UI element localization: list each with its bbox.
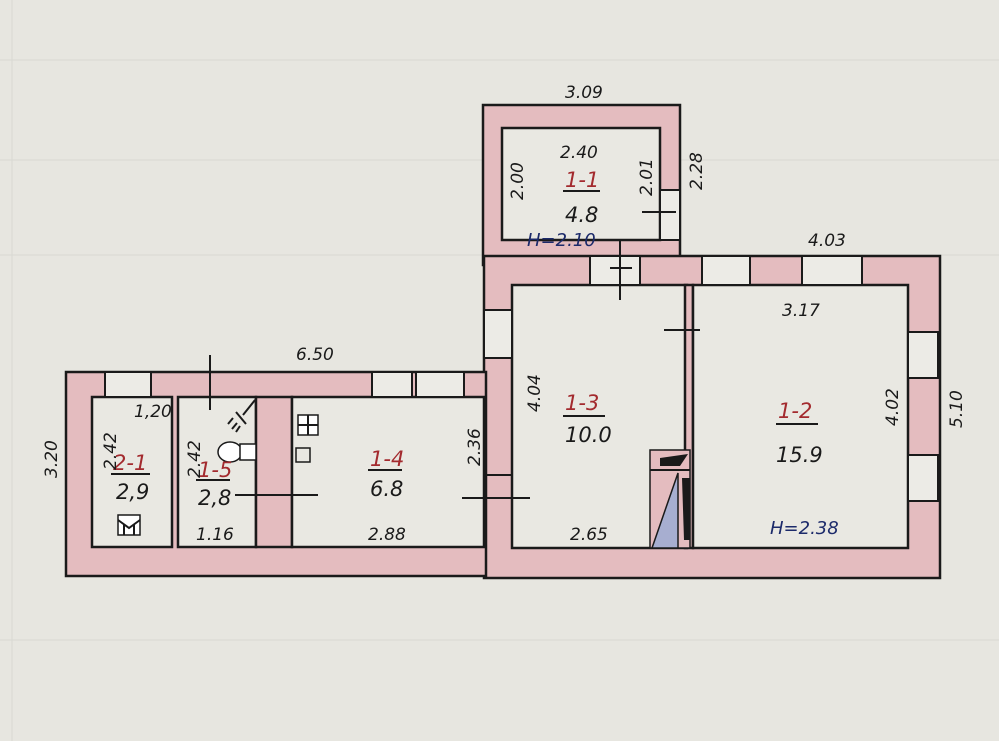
room-1-1-right: 2.01 bbox=[637, 158, 657, 196]
bathtub-icon bbox=[117, 514, 141, 536]
windows bbox=[104, 189, 939, 502]
room-1-5-code: 1-5 bbox=[198, 458, 232, 482]
room-1-1-code: 1-1 bbox=[565, 168, 599, 192]
room-1-3-area: 10.0 bbox=[565, 423, 612, 447]
chimney bbox=[254, 395, 294, 549]
furnace-icon bbox=[649, 449, 691, 549]
room-1-4-area: 6.8 bbox=[370, 477, 403, 501]
room-1-3-code: 1-3 bbox=[565, 391, 599, 415]
door-marks bbox=[209, 211, 700, 499]
dim-top-main: 4.03 bbox=[808, 231, 846, 251]
room-1-4-code: 1-4 bbox=[370, 447, 404, 471]
dim-left-wing: 3.20 bbox=[42, 440, 62, 478]
plug-icon bbox=[227, 399, 256, 433]
room-1-2-code: 1-2 bbox=[778, 399, 812, 423]
room-1-5-area: 2,8 bbox=[198, 486, 231, 510]
room-1-5-left: 2.42 bbox=[185, 440, 205, 478]
room-1-5-bottom: 1.16 bbox=[196, 525, 234, 545]
room-1-2 bbox=[691, 283, 910, 550]
room-2-1-top: 1,20 bbox=[134, 402, 172, 422]
room-1-2-height: H=2.38 bbox=[770, 518, 839, 539]
code-underlines bbox=[111, 190, 818, 481]
room-1-1-height: H=2.10 bbox=[527, 230, 596, 251]
dim-top-left-wing: 6.50 bbox=[296, 345, 334, 365]
room-1-4-bottom: 2.88 bbox=[368, 525, 406, 545]
room-1-2-right: 4.02 bbox=[883, 388, 903, 426]
dim-right-main: 5.10 bbox=[947, 390, 967, 428]
room-2-1-left: 2.42 bbox=[101, 432, 121, 470]
room-1-1-area: 4.8 bbox=[565, 203, 598, 227]
room-1-3-left: 4.04 bbox=[525, 374, 545, 412]
sink-icon bbox=[295, 447, 311, 463]
room-1-4 bbox=[290, 395, 486, 549]
dim-top-small: 3.09 bbox=[565, 83, 603, 103]
room-2-1-area: 2,9 bbox=[116, 480, 149, 504]
stove-icon bbox=[297, 414, 319, 436]
room-1-2-area: 15.9 bbox=[776, 443, 823, 467]
room-1-5 bbox=[176, 395, 258, 549]
room-1-4-right: 2.36 bbox=[465, 428, 485, 466]
room-1-1-width: 2.40 bbox=[560, 143, 598, 163]
room-1-1-left: 2.00 bbox=[508, 162, 528, 200]
room-1-1 bbox=[500, 126, 662, 242]
toilet-icon bbox=[217, 441, 257, 463]
room-1-3-bottom: 2.65 bbox=[570, 525, 608, 545]
dim-right-small: 2.28 bbox=[687, 152, 707, 190]
room-1-2-width: 3.17 bbox=[782, 301, 820, 321]
room-2-1-code: 2-1 bbox=[113, 451, 147, 475]
